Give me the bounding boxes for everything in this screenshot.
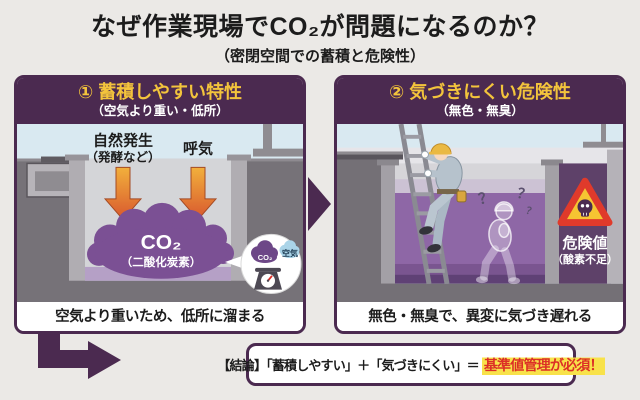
panel-danger-subheading: （無色・無臭） xyxy=(436,103,524,118)
co2-cloud xyxy=(87,202,234,279)
skull-warning-icon xyxy=(557,177,613,226)
gas-sub-label: （二酸化炭素） xyxy=(121,255,201,269)
window-frame xyxy=(583,123,623,149)
co2-mini-cloud-icon xyxy=(251,239,278,263)
scale-icon xyxy=(254,267,282,290)
weight-badge: CO₂ 空気 xyxy=(225,233,302,294)
down-arrow-breath xyxy=(178,166,218,220)
panel-danger-caption: 無色・無臭で、異変に気づき遅れる xyxy=(337,302,623,331)
helmet-icon xyxy=(430,142,452,154)
danger-value-label: 危険値 xyxy=(563,234,608,252)
panel-accumulation-caption: 空気より重いため、低所に溜まる xyxy=(17,302,303,331)
page-subtitle: （密閉空間での蓄積と危険性） xyxy=(214,48,425,65)
title-block: なぜ作業現場でCO₂が問題になるのか？ （密閉空間での蓄積と危険性） xyxy=(0,7,640,66)
question-mark: ？ xyxy=(477,188,495,208)
conclusion-box: 【結論】「蓄積しやすい」＋「気づきにくい」＝ 基準値管理が必須！ xyxy=(217,343,605,386)
panel-accumulation-subheading: （空気より重い・低所） xyxy=(91,103,229,118)
sky xyxy=(337,123,623,150)
conclusion-text: 【結論】「蓄積しやすい」＋「気づきにくい」＝ xyxy=(217,358,479,373)
danger-sub-label: （酸素不足） xyxy=(552,252,618,266)
worker-on-ladder xyxy=(419,142,467,252)
panel-link-arrow xyxy=(308,177,331,231)
panel-accumulation-heading: ① 蓄積しやすい特性 xyxy=(77,82,243,102)
ghost-worker: ？ ？ ？ xyxy=(476,184,538,284)
badge-co2-label: CO₂ xyxy=(258,253,273,262)
danger-scene-illustration: ？ ？ ？ 危険値 （酸素不足） xyxy=(337,123,623,302)
gas-filled-pit xyxy=(377,159,563,284)
gas-name-label: CO₂ xyxy=(141,231,182,254)
badge-air-label: 空気 xyxy=(282,248,298,258)
window-frame xyxy=(253,123,303,157)
panel-accumulation: ① 蓄積しやすい特性 （空気より重い・低所） xyxy=(14,75,306,334)
question-mark: ？ xyxy=(524,204,537,218)
breath-label: 呼気 xyxy=(183,139,213,157)
panel-danger-heading: ② 気づきにくい危険性 xyxy=(389,82,571,102)
question-mark: ？ xyxy=(515,184,532,203)
panel-danger-header: ② 気づきにくい危険性 （無色・無臭） xyxy=(337,78,623,124)
natural-source-sublabel: （発酵など） xyxy=(86,149,161,164)
panel-accumulation-header: ① 蓄積しやすい特性 （空気より重い・低所） xyxy=(17,78,303,124)
conclusion-highlight-text: 基準値管理が必須！ xyxy=(481,354,605,375)
accumulation-scene: 自然発生 （発酵など） 呼気 CO₂ （二酸化炭素） xyxy=(17,123,303,302)
natural-source-label: 自然発生 xyxy=(93,131,153,149)
panel-danger: ② 気づきにくい危険性 （無色・無臭） xyxy=(334,75,626,334)
air-mini-cloud-icon xyxy=(279,239,300,258)
page-title: なぜ作業現場でCO₂が問題になるのか？ xyxy=(90,13,550,41)
danger-scene: ？ ？ ？ 危険値 （酸素不足） xyxy=(337,123,623,302)
accumulation-scene-illustration: 自然発生 （発酵など） 呼気 CO₂ （二酸化炭素） xyxy=(17,123,303,302)
